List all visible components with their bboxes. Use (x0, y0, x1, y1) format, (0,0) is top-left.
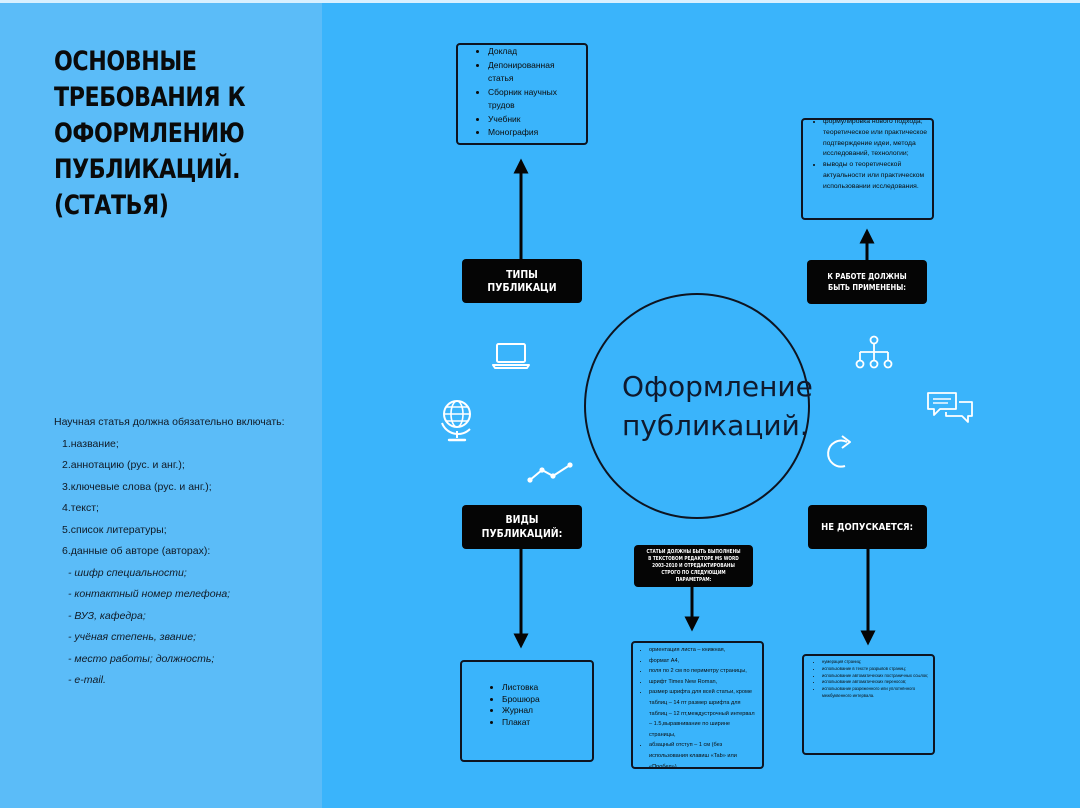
author-data-item: - учёная степень, звание; (68, 631, 197, 643)
central-topic-text: Оформление публикаций. (622, 370, 813, 442)
list-item: ориентация листа – книжная, (649, 645, 758, 656)
requirement-item: 6.данные об авторе (авторах): (62, 545, 211, 557)
author-data-item: - e-mail. (68, 674, 106, 686)
requirement-item: 3.ключевые слова (рус. и анг.); (62, 480, 212, 493)
format-parameters-box: ориентация листа – книжная, формат А4, п… (631, 641, 764, 769)
requirements-lead: Научная статья должна обязательно включа… (54, 416, 285, 428)
list-item: Депонированная статья (488, 59, 580, 86)
requirement-item: 2.аннотацию (рус. и анг.); (62, 459, 185, 471)
refresh-arrow-icon (827, 435, 851, 468)
list-item: формулировка нового подхода; теоретическ… (823, 120, 928, 160)
label-text: ТИПЫ ПУБЛИКАЦИ (487, 268, 557, 294)
author-data-item: - контактный номер телефона; (68, 588, 231, 600)
requirements-list: 1.название; 2.аннотацию (рус. и анг.); 3… (54, 434, 314, 563)
list-item: поля по 2 см по периметру страницы, (649, 666, 758, 677)
requirement-item: 1.название; (62, 437, 119, 450)
requirements-panel: Научная статья должна обязательно включа… (54, 412, 314, 692)
hierarchy-icon (855, 335, 893, 369)
list-item: нумерация страниц; (822, 659, 929, 666)
list-item: Журнал (502, 705, 586, 717)
list-item: использование разреженного или уплотнённ… (822, 686, 929, 700)
list-item: выводы о теоретической актуальности или … (823, 160, 928, 192)
label-text: НЕ ДОПУСКАЕТСЯ: (821, 521, 914, 533)
list-item: шрифт Times New Roman, (649, 677, 758, 688)
list-item: Сборник научных трудов (488, 86, 580, 113)
list-item: Доклад (488, 45, 580, 59)
label-text: К РАБОТЕ ДОЛЖНЫ БЫТЬ ПРИМЕНЕНЫ: (827, 272, 907, 292)
label-publication-types: ТИПЫ ПУБЛИКАЦИ (462, 259, 582, 303)
list-item: использование автоматических переносов; (822, 679, 929, 686)
author-data-item: - шифр специальности; (68, 566, 187, 579)
list-item: формат А4, (649, 656, 758, 667)
author-data-item: - место работы; должность; (68, 652, 215, 665)
list-item: Учебник (488, 113, 580, 127)
line-chart-icon (527, 462, 573, 483)
chat-bubbles-icon (927, 392, 973, 423)
list-item: размер шрифта для всей статьи, кроме таб… (649, 687, 758, 740)
label-applied: К РАБОТЕ ДОЛЖНЫ БЫТЬ ПРИМЕНЕНЫ: (807, 260, 927, 304)
list-item: Листовка (502, 682, 586, 694)
label-publication-kinds: ВИДЫ ПУБЛИКАЦИЙ: (462, 505, 582, 549)
publication-types-box: Доклад Депонированная статья Сборник нау… (456, 43, 588, 145)
central-topic: Оформление публикаций. (584, 293, 813, 519)
list-item: использование в тексте разрывов страниц; (822, 666, 929, 673)
requirement-item: 4.текст; (62, 502, 99, 514)
laptop-icon (492, 343, 530, 369)
label-forbidden: НЕ ДОПУСКАЕТСЯ: (808, 505, 927, 549)
list-item: использование автоматических постраничны… (822, 673, 929, 680)
globe-icon (441, 400, 471, 442)
author-data-list: - шифр специальности; - контактный номер… (54, 563, 314, 692)
top-edge (0, 0, 1080, 3)
left-panel (0, 3, 322, 808)
requirement-item: 5.список литературы; (62, 523, 167, 536)
list-item: абзацный отступ – 1 см (без использовани… (649, 740, 758, 767)
page-title: ОСНОВНЫЕ ТРЕБОВАНИЯ К ОФОРМЛЕНИЮ ПУБЛИКА… (54, 46, 246, 221)
forbidden-items-box: нумерация страниц; использование в текст… (802, 654, 935, 755)
list-item: Плакат (502, 717, 586, 729)
applied-methods-box: формулировка нового подхода; теоретическ… (801, 118, 934, 220)
author-data-item: - ВУЗ, кафедра; (68, 609, 146, 622)
list-item: Монография (488, 126, 580, 140)
label-text: СТАТЬИ ДОЛЖНЫ БЫТЬ ВЫПОЛНЕНЫ В ТЕКСТОВОМ… (646, 548, 741, 583)
label-text: ВИДЫ ПУБЛИКАЦИЙ: (481, 513, 563, 540)
label-format-requirements: СТАТЬИ ДОЛЖНЫ БЫТЬ ВЫПОЛНЕНЫ В ТЕКСТОВОМ… (634, 545, 753, 587)
publication-kinds-box: Листовка Брошюра Журнал Плакат (460, 660, 594, 762)
list-item: Брошюра (502, 694, 586, 706)
